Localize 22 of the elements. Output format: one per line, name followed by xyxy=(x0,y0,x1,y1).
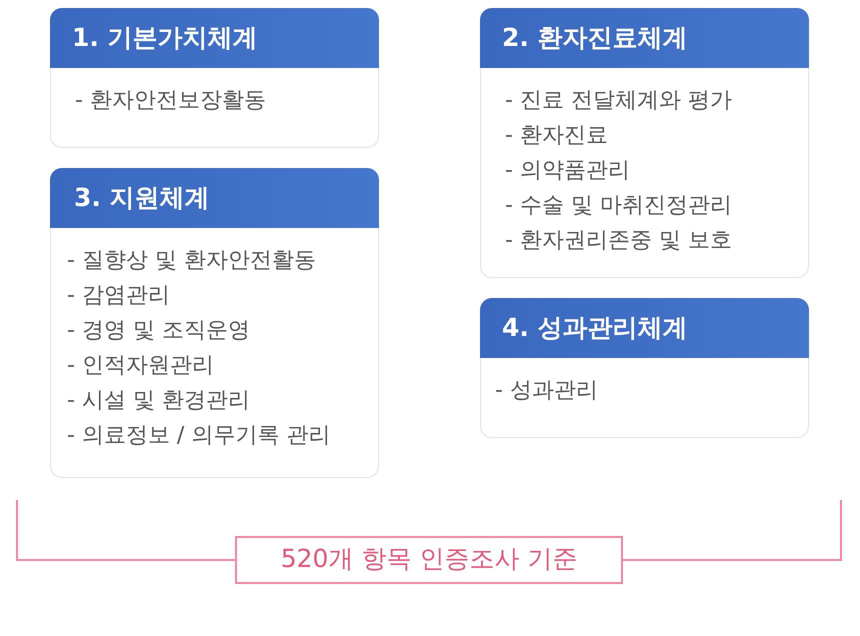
list-item: - 인적자원관리 xyxy=(67,352,214,380)
list-item: - 환자안전보장활동 xyxy=(75,87,266,115)
category-card xyxy=(50,8,379,148)
list-item: - 진료 전달체계와 평가 xyxy=(505,87,732,115)
list-item: - 성과관리 xyxy=(495,377,598,405)
list-item: - 환자권리존중 및 보호 xyxy=(505,227,732,255)
list-item: - 경영 및 조직운영 xyxy=(67,317,250,345)
list-item: - 수술 및 마취진정관리 xyxy=(505,192,732,220)
list-item: - 시설 및 환경관리 xyxy=(67,387,250,415)
category-card xyxy=(50,168,379,478)
summary-label: 520개 항목 인증조사 기준 xyxy=(235,536,623,584)
list-item: - 환자진료 xyxy=(505,122,608,150)
list-item: - 의료정보 / 의무기록 관리 xyxy=(67,422,330,450)
card-heading: 1. 기본가치체계 xyxy=(50,8,379,68)
card-heading: 2. 환자진료체계 xyxy=(480,8,809,68)
list-item: - 질향상 및 환자안전활동 xyxy=(67,247,316,275)
list-item: - 의약품관리 xyxy=(505,157,630,185)
category-card xyxy=(480,298,809,438)
card-heading: 4. 성과관리체계 xyxy=(480,298,809,358)
card-heading: 3. 지원체계 xyxy=(50,168,379,228)
category-card xyxy=(480,8,809,278)
list-item: - 감염관리 xyxy=(67,282,170,310)
